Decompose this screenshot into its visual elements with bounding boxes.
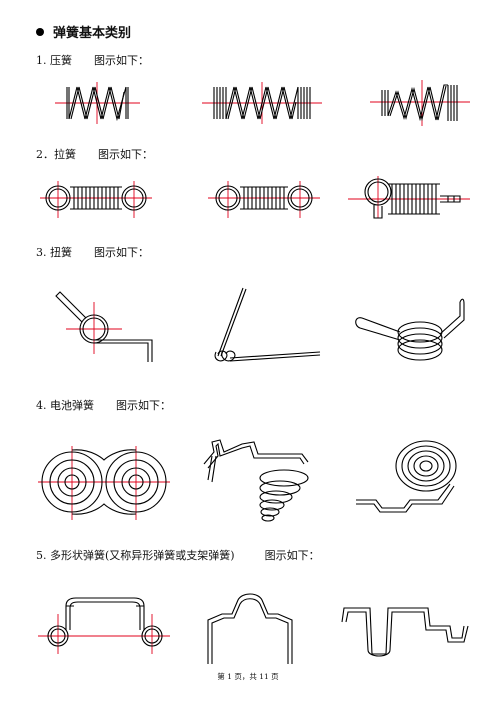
heading-compression-spring: 1. 压簧图示如下： [36,54,149,67]
heading-extension-spring: 2．拉簧图示如下： [36,148,153,161]
bullet-icon [36,28,44,36]
section-title: 弹簧基本类别 [36,22,131,41]
battery-spring-figure-1 [38,446,170,520]
heading-torsion-spring: 3. 扭簧图示如下： [36,246,149,259]
compression-spring-figure-2 [202,82,322,124]
wire-form-spring-figure-3 [341,607,469,657]
extension-spring-figure-1 [40,181,152,218]
torsion-spring-figure-1 [55,291,153,362]
torsion-spring-figure-3 [355,298,465,361]
compression-spring-figure-1 [55,82,140,124]
wire-form-spring-figure-2 [207,593,293,664]
compression-spring-figure-3 [370,80,470,126]
heading-wire-form-spring: 5. 多形状弹簧(又称异形弹簧或支架弹簧)图示如下： [36,549,320,562]
battery-spring-figure-2 [203,439,309,522]
page-footer: 第 1 页，共 11 页 [217,672,279,681]
extension-spring-figure-2 [208,181,320,218]
extension-spring-figure-3 [348,176,470,219]
heading-battery-spring: 4. 电池弹簧图示如下： [36,399,171,412]
wire-form-spring-figure-1 [38,597,170,654]
battery-spring-figure-3 [356,440,457,513]
torsion-spring-figure-2 [214,287,321,362]
